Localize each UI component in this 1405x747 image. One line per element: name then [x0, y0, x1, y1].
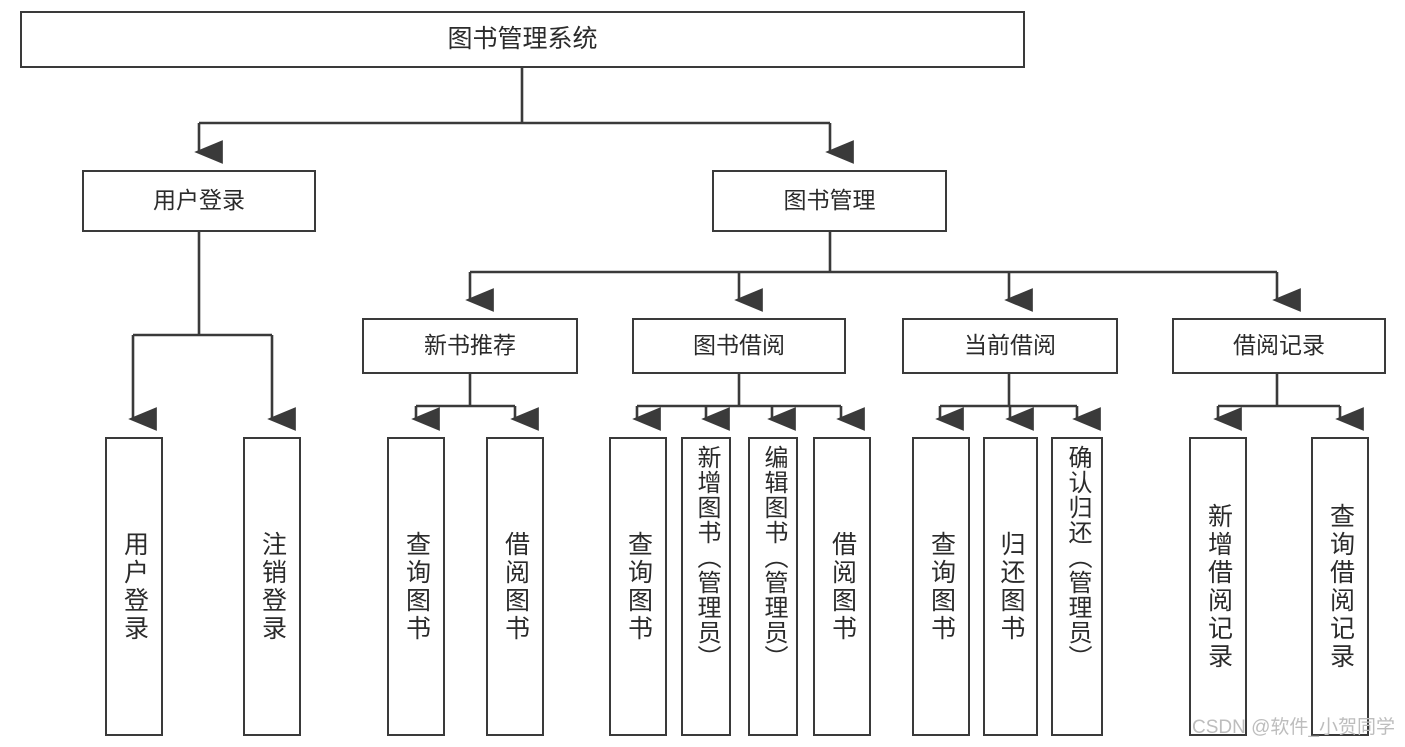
node-label: 借阅图书	[828, 530, 857, 643]
leaf-logout[interactable]: 注销登录	[243, 437, 301, 736]
node-label: 查询借阅记录	[1326, 502, 1355, 671]
node-label: 归还图书	[997, 530, 1025, 643]
leaf-user-login[interactable]: 用户登录	[105, 437, 163, 736]
node-label: 用户登录	[120, 530, 149, 643]
leaf-query-books-newbooks[interactable]: 查询图书	[387, 437, 445, 736]
node-label: 查询图书	[624, 530, 653, 643]
node-label: 新书推荐	[424, 332, 516, 359]
leaf-confirm-return-admin[interactable]: 确认归还（管理员）	[1051, 437, 1103, 736]
node-label: 确认归还（管理员）	[1064, 445, 1091, 670]
leaf-add-borrow-record[interactable]: 新增借阅记录	[1189, 437, 1247, 736]
node-book-management[interactable]: 图书管理	[712, 170, 947, 232]
leaf-query-borrow-record[interactable]: 查询借阅记录	[1311, 437, 1369, 736]
node-label: 新增图书（管理员）	[693, 445, 720, 670]
node-user-login[interactable]: 用户登录	[82, 170, 316, 232]
leaf-borrow-books-newbooks[interactable]: 借阅图书	[486, 437, 544, 736]
node-label: 用户登录	[153, 187, 245, 214]
node-root-system[interactable]: 图书管理系统	[20, 11, 1025, 68]
node-label: 借阅记录	[1233, 332, 1325, 359]
leaf-edit-book-admin[interactable]: 编辑图书（管理员）	[748, 437, 798, 736]
node-book-borrow[interactable]: 图书借阅	[632, 318, 846, 374]
node-label: 图书管理	[783, 187, 876, 214]
node-new-book-recommend[interactable]: 新书推荐	[362, 318, 578, 374]
node-label: 借阅图书	[501, 530, 530, 643]
node-label: 图书借阅	[693, 332, 785, 359]
node-label: 图书管理系统	[447, 24, 598, 53]
leaf-add-book-admin[interactable]: 新增图书（管理员）	[681, 437, 731, 736]
node-borrow-records[interactable]: 借阅记录	[1172, 318, 1386, 374]
node-label: 注销登录	[258, 530, 287, 643]
node-current-borrow[interactable]: 当前借阅	[902, 318, 1118, 374]
leaf-query-books-current[interactable]: 查询图书	[912, 437, 970, 736]
leaf-borrow-books[interactable]: 借阅图书	[813, 437, 871, 736]
node-label: 查询图书	[927, 530, 956, 643]
leaf-return-books[interactable]: 归还图书	[983, 437, 1038, 736]
node-label: 查询图书	[402, 530, 431, 643]
node-label: 新增借阅记录	[1204, 502, 1233, 671]
node-label: 当前借阅	[964, 332, 1056, 359]
leaf-query-books-borrow[interactable]: 查询图书	[609, 437, 667, 736]
node-label: 编辑图书（管理员）	[760, 445, 787, 670]
